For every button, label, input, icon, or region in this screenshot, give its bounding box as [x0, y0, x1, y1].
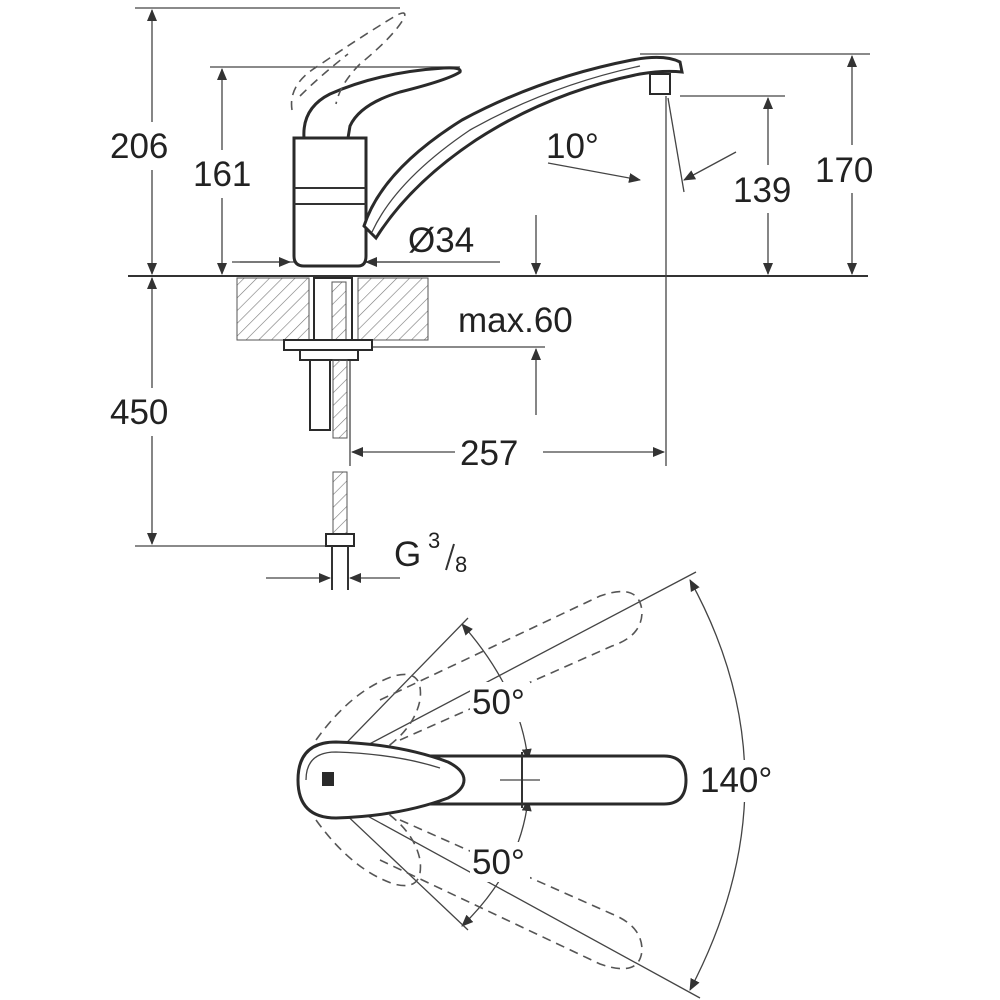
hose-connector-nut: [325, 533, 355, 547]
spout-inner-line: [371, 65, 641, 233]
supply-hose-right: [332, 359, 348, 439]
lever-position-lower-dashed: [315, 807, 422, 887]
dimension-label-161: 161: [193, 155, 251, 194]
countertop-section-right: [357, 277, 429, 341]
thread-fraction-slash: [445, 543, 455, 571]
angle-label-upper-50: 50°: [472, 683, 525, 722]
radial-line-lower-far: [319, 789, 701, 999]
supply-hose-left: [309, 359, 331, 431]
thread-label-numerator: 3: [428, 528, 440, 553]
spout-aerator: [649, 73, 671, 95]
faucet-body: [292, 136, 368, 268]
dimension-label-10deg: 10°: [546, 127, 599, 166]
angle-label-lower-50: 50°: [472, 843, 525, 882]
fixing-plate: [283, 339, 373, 351]
dimension-label-170: 170: [815, 151, 873, 190]
dimension-label-257: 257: [460, 434, 518, 473]
angle-10-tilted-axis: [667, 97, 685, 193]
threaded-rod: [331, 281, 347, 343]
spout-position-upper-dashed: [379, 590, 643, 741]
radial-line-upper-far: [319, 571, 697, 771]
lever-plan-inner: [305, 751, 441, 781]
angle-10-ref-left: [547, 162, 641, 183]
thread-label-denominator: 8: [455, 552, 467, 577]
fixing-nut: [299, 349, 359, 361]
dimension-label-450: 450: [110, 393, 168, 432]
dimension-label-dia34: Ø34: [408, 221, 474, 260]
side-elevation: 206 161 170 139 450 max.60 Ø34 257: [108, 7, 890, 590]
dimension-label-206: 206: [110, 127, 168, 166]
angle-10-ref-right: [683, 151, 737, 181]
lever-plan-indicator: [322, 772, 334, 786]
top-plan-view: 50° 50° 140°: [296, 571, 788, 999]
spout: [362, 55, 684, 241]
lever-raised-outline: [290, 12, 406, 111]
countertop-section-left: [236, 277, 310, 341]
lever-plan: [296, 740, 466, 820]
dimension-label-max60: max.60: [458, 301, 573, 340]
hose-extension: [332, 471, 348, 539]
thread-label-g: G: [394, 535, 421, 574]
angle-label-140: 140°: [700, 761, 772, 800]
dimension-label-139: 139: [733, 171, 791, 210]
spout-position-lower-dashed: [379, 819, 643, 970]
lever-handle: [302, 66, 462, 140]
lever-raised-outline-2: [299, 53, 349, 97]
lever-position-upper-dashed: [315, 673, 422, 753]
